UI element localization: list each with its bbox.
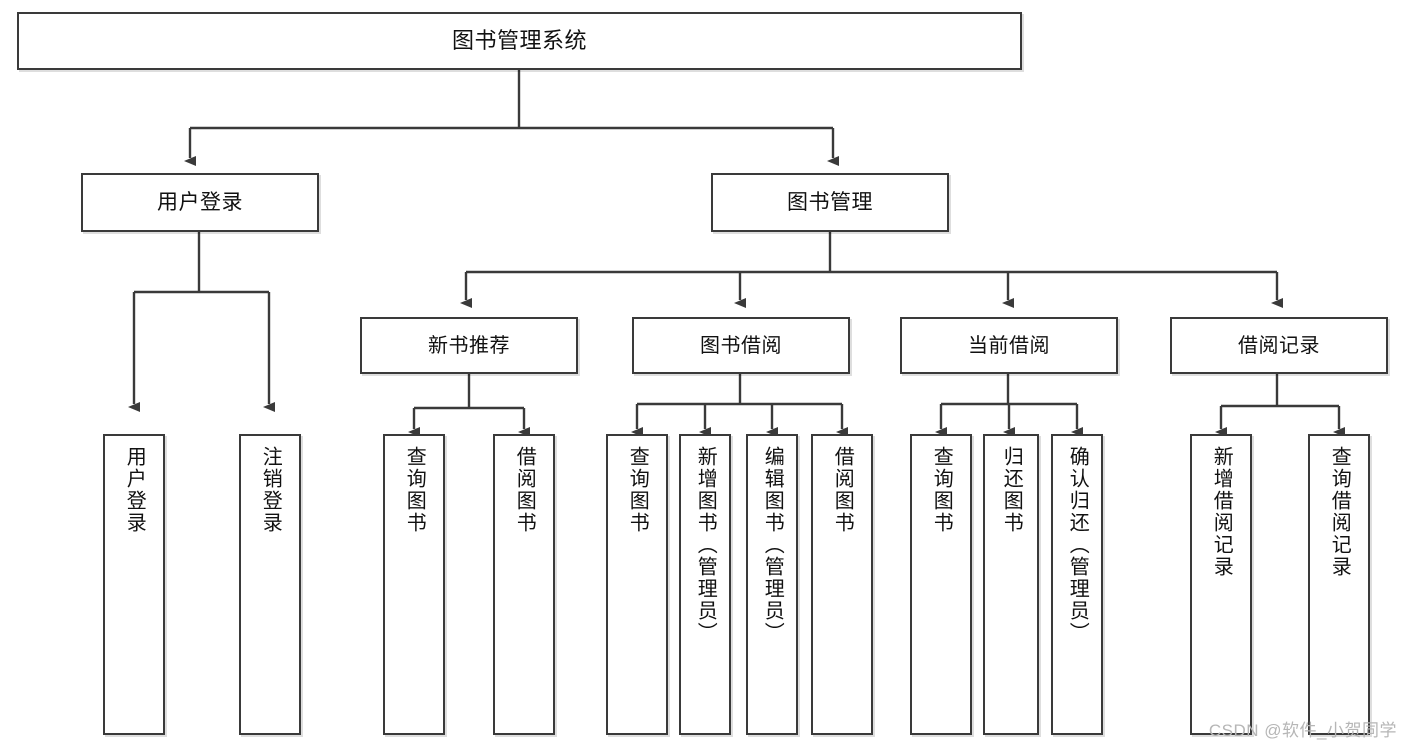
- node-label: 用户登录: [123, 446, 146, 534]
- node-label: 图书借阅: [700, 334, 782, 357]
- node-label: 图书管理: [787, 190, 873, 214]
- leaf-new-book-borrow[interactable]: 借阅图书: [493, 434, 555, 735]
- node-label: 查询借阅记录: [1328, 446, 1351, 578]
- leaf-new-book-query[interactable]: 查询图书: [383, 434, 445, 735]
- node-current-borrow[interactable]: 当前借阅: [900, 317, 1118, 374]
- node-label: 图书管理系统: [451, 27, 587, 53]
- leaf-current-borrow-query[interactable]: 查询图书: [910, 434, 972, 735]
- node-label: 借阅图书: [513, 446, 536, 534]
- node-label: 新书推荐: [428, 334, 510, 357]
- leaf-borrow-record-query[interactable]: 查询借阅记录: [1308, 434, 1370, 735]
- node-label: 查询图书: [930, 446, 953, 534]
- leaf-current-borrow-confirm-return[interactable]: 确认归还（管理员）: [1051, 434, 1103, 735]
- node-label: 查询图书: [403, 446, 426, 534]
- node-book-management-system[interactable]: 图书管理系统: [17, 12, 1022, 70]
- node-book-management[interactable]: 图书管理: [711, 173, 949, 232]
- node-label: 确认归还（管理员）: [1066, 446, 1089, 644]
- leaf-book-borrow-borrow[interactable]: 借阅图书: [811, 434, 873, 735]
- leaf-borrow-record-add[interactable]: 新增借阅记录: [1190, 434, 1252, 735]
- node-label: 注销登录: [259, 446, 282, 534]
- leaf-user-login-login[interactable]: 用户登录: [103, 434, 165, 735]
- node-borrow-record[interactable]: 借阅记录: [1170, 317, 1388, 374]
- node-label: 当前借阅: [968, 334, 1050, 357]
- leaf-book-borrow-edit[interactable]: 编辑图书（管理员）: [746, 434, 798, 735]
- node-book-borrow[interactable]: 图书借阅: [632, 317, 850, 374]
- node-user-login[interactable]: 用户登录: [81, 173, 319, 232]
- leaf-book-borrow-add[interactable]: 新增图书（管理员）: [679, 434, 731, 735]
- node-label: 新增借阅记录: [1210, 446, 1233, 578]
- watermark: CSDN @软件_小贺同学: [1208, 721, 1397, 740]
- node-label: 借阅图书: [831, 446, 854, 534]
- node-label: 用户登录: [157, 190, 243, 214]
- node-label: 归还图书: [1000, 446, 1023, 534]
- node-new-book-recommend[interactable]: 新书推荐: [360, 317, 578, 374]
- leaf-book-borrow-query[interactable]: 查询图书: [606, 434, 668, 735]
- leaf-current-borrow-return[interactable]: 归还图书: [983, 434, 1039, 735]
- leaf-user-login-logout[interactable]: 注销登录: [239, 434, 301, 735]
- node-label: 查询图书: [626, 446, 649, 534]
- node-label: 新增图书（管理员）: [694, 446, 717, 644]
- node-label: 编辑图书（管理员）: [761, 446, 784, 644]
- node-label: 借阅记录: [1238, 334, 1320, 357]
